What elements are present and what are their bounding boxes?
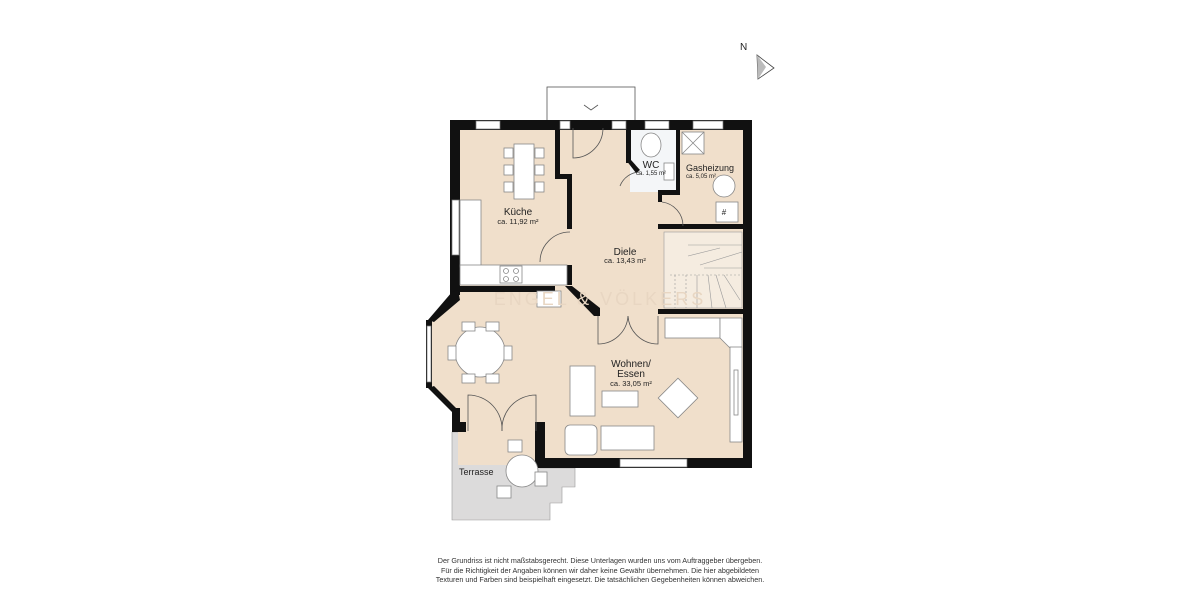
windows [426, 120, 724, 468]
north-arrow-shade [757, 55, 766, 79]
stove [499, 265, 523, 284]
disclaimer: Der Grundriss ist nicht maßstabsgerecht.… [400, 556, 800, 585]
toilet [640, 132, 662, 158]
room-name-wohnen-line1: Wohnen/ [611, 359, 651, 370]
dining-table [454, 326, 506, 378]
staircase [663, 231, 743, 309]
disclaimer-line: Für die Richtigkeit der Angaben können w… [440, 565, 760, 575]
armchair-corner [564, 424, 598, 456]
compass-label: N [740, 42, 747, 53]
terrace-table [505, 454, 539, 488]
room-name-wohnen-line2: Essen [617, 369, 645, 380]
sink [536, 290, 562, 308]
watermark-logo: ENGEL & VÖLKERS [494, 289, 706, 309]
disclaimer-line: Texturen und Farben sind beispielhaft ei… [435, 575, 765, 584]
boiler-symbol: # [722, 208, 727, 217]
room-area-kueche: ca. 11,92 m² [497, 217, 539, 226]
kitchen-table [513, 143, 535, 200]
room-name-diele: Diele [614, 247, 637, 258]
sofa-left [569, 365, 596, 417]
furniture: # [447, 131, 743, 499]
sofa-bottom [600, 425, 655, 451]
room-labels: Küche ca. 11,92 m² Diele ca. 13,43 m² WC… [459, 160, 734, 477]
room-name-gasheizung: Gasheizung [686, 163, 734, 173]
room-area-wc: ca. 1,55 m² [636, 171, 666, 177]
compass: N [740, 42, 775, 80]
entrance-canopy [546, 86, 636, 124]
kitchen-counter [459, 199, 482, 268]
armchair [657, 377, 699, 419]
room-name-terrasse: Terrasse [459, 467, 494, 477]
room-area-diele: ca. 13,43 m² [604, 256, 646, 265]
disclaimer-line: Der Grundriss ist nicht maßstabsgerecht.… [437, 556, 763, 565]
sideboard [664, 317, 721, 339]
doors [467, 127, 684, 432]
room-name-wc: WC [643, 160, 660, 171]
room-area-wohnen: ca. 33,05 m² [610, 379, 652, 388]
entrance-arrow-icon [583, 104, 599, 111]
boiler [715, 201, 739, 223]
coffee-table [601, 390, 639, 408]
boiler-tank [712, 174, 736, 198]
room-name-kueche: Küche [504, 207, 533, 218]
room-area-gasheizung: ca. 5,05 m² [686, 174, 716, 180]
